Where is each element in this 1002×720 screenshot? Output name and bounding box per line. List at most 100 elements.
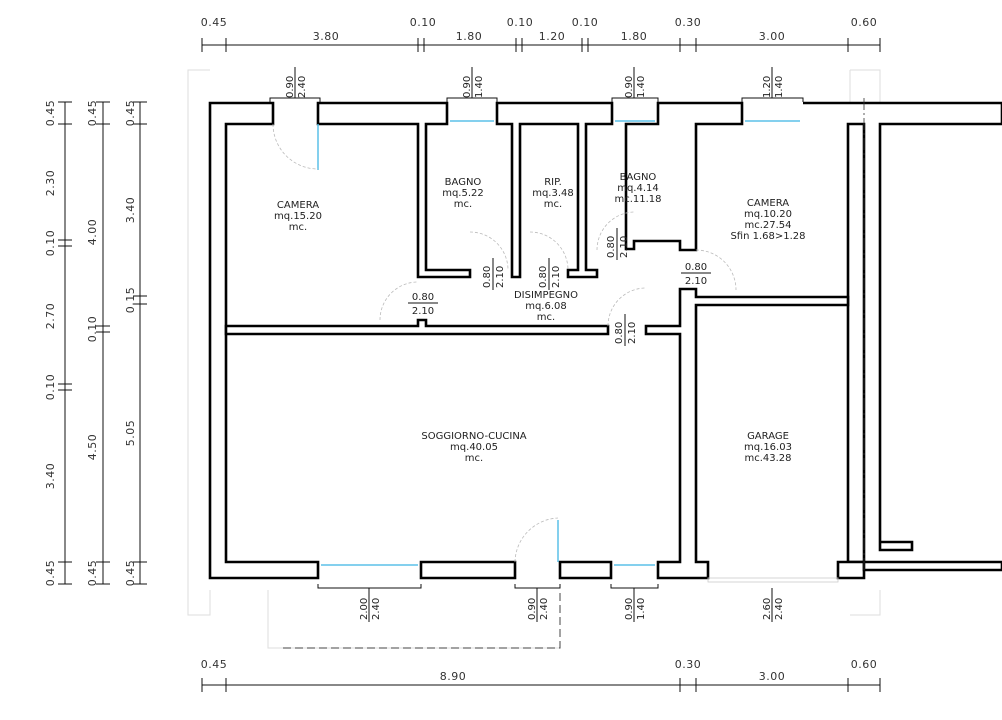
dimension-label: 0.45 <box>124 560 137 587</box>
door-height: 2.10 <box>619 236 630 258</box>
walls <box>208 101 1002 580</box>
room-area: mq.40.05 <box>450 442 498 453</box>
dimension-label: 0.45 <box>201 16 228 29</box>
dimension-label: 0.10 <box>44 374 57 401</box>
room-name: RIP. <box>544 177 562 188</box>
dimension-label: 0.45 <box>201 658 228 671</box>
terrace-outlines <box>187 69 881 649</box>
dimension-label: 0.45 <box>44 560 57 587</box>
labels: 0.45 3.80 0.10 1.80 0.10 1.20 0.10 1.80 0.30 3.00… <box>44 16 877 683</box>
room-volume: mc.43.28 <box>744 453 791 464</box>
room-area: mq.10.20 <box>744 209 792 220</box>
dimension-label: 0.30 <box>675 16 702 29</box>
door-width: 0.80 <box>614 322 625 344</box>
dimension-label: 0.45 <box>86 100 99 127</box>
room-area: mq.15.20 <box>274 211 322 222</box>
opening-width: 0.90 <box>462 76 473 98</box>
room-volume: mc.27.54 <box>744 220 791 231</box>
dimension-label: 2.70 <box>44 303 57 330</box>
room-name: BAGNO <box>445 177 482 188</box>
opening-width: 0.90 <box>624 76 635 98</box>
room-area: mq.4.14 <box>617 183 659 194</box>
dimension-label: 0.10 <box>410 16 437 29</box>
room-name: GARAGE <box>747 431 789 442</box>
door-width: 0.80 <box>538 266 549 288</box>
room-name: DISIMPEGNO <box>514 290 578 301</box>
dimension-label: 0.45 <box>124 100 137 127</box>
opening-height: 2.40 <box>539 598 550 620</box>
room-area: mq.5.22 <box>442 188 484 199</box>
opening-bracket <box>610 584 659 589</box>
dimension-label: 0.10 <box>86 316 99 343</box>
dimension-label: 0.15 <box>124 287 137 314</box>
opening-bracket <box>514 584 561 589</box>
room-area: mq.6.08 <box>525 301 567 312</box>
opening-width: 1.20 <box>762 76 773 98</box>
opening-bracket <box>446 97 498 102</box>
opening-height: 1.40 <box>474 76 485 98</box>
door-width: 0.80 <box>412 292 434 303</box>
opening-height: 1.40 <box>636 598 647 620</box>
room-area: mq.16.03 <box>744 442 792 453</box>
dimension-label: 3.80 <box>313 30 340 43</box>
room-volume: mc. <box>454 199 472 210</box>
dimension-label: 1.80 <box>456 30 483 43</box>
opening-width: 0.90 <box>527 598 538 620</box>
dimension-label: 3.40 <box>44 463 57 490</box>
opening-width: 2.60 <box>762 598 773 620</box>
dimension-label: 0.10 <box>507 16 534 29</box>
opening-height: 1.40 <box>774 76 785 98</box>
door-width: 0.80 <box>606 236 617 258</box>
opening-height: 1.40 <box>636 76 647 98</box>
opening-bracket <box>741 97 804 102</box>
dimension-label: 1.80 <box>621 30 648 43</box>
room-volume: mc. <box>289 222 307 233</box>
dimension-label: 0.45 <box>44 100 57 127</box>
room-volume: mc. <box>465 453 483 464</box>
door-height: 2.10 <box>412 306 434 317</box>
room-window-ratio: Sfin 1.68>1.28 <box>730 231 805 242</box>
room-name: CAMERA <box>747 198 789 209</box>
dimension-label: 0.10 <box>44 230 57 257</box>
dimension-label: 4.00 <box>86 219 99 246</box>
opening-bracket <box>317 584 422 589</box>
opening-bracket <box>269 97 321 102</box>
dimension-label: 4.50 <box>86 434 99 461</box>
dimension-label: 3.40 <box>124 197 137 224</box>
room-volume: mc. <box>544 199 562 210</box>
door-height: 2.10 <box>627 322 638 344</box>
dimension-label: 0.60 <box>851 658 878 671</box>
dimension-label: 8.90 <box>440 670 467 683</box>
dimension-label: 1.20 <box>539 30 566 43</box>
dimension-label: 0.10 <box>572 16 599 29</box>
dimension-label: 0.45 <box>86 560 99 587</box>
door-width: 0.80 <box>685 262 707 273</box>
opening-bracket <box>611 97 659 102</box>
windows <box>317 120 839 583</box>
dimension-label: 0.30 <box>675 658 702 671</box>
opening-width: 0.90 <box>624 598 635 620</box>
dimension-label: 2.30 <box>44 170 57 197</box>
dimension-label: 3.00 <box>759 670 786 683</box>
dimension-label: 3.00 <box>759 30 786 43</box>
door-swings <box>272 123 737 563</box>
dimension-lines <box>58 38 881 692</box>
dimension-label: 5.05 <box>124 420 137 447</box>
door-height: 2.10 <box>685 276 707 287</box>
room-name: CAMERA <box>277 200 319 211</box>
opening-height: 2.40 <box>774 598 785 620</box>
door-height: 2.10 <box>551 266 562 288</box>
room-area: mq.3.48 <box>532 188 574 199</box>
opening-height: 2.40 <box>371 598 382 620</box>
door-width: 0.80 <box>482 266 493 288</box>
opening-width: 0.90 <box>285 76 296 98</box>
room-volume: mc. <box>537 312 555 323</box>
room-name: SOGGIORNO-CUCINA <box>421 431 526 442</box>
door-height: 2.10 <box>495 266 506 288</box>
opening-height: 2.40 <box>297 76 308 98</box>
room-volume: mc.11.18 <box>614 194 661 205</box>
room-name: BAGNO <box>620 172 657 183</box>
dimension-label: 0.60 <box>851 16 878 29</box>
opening-width: 2.00 <box>359 598 370 620</box>
